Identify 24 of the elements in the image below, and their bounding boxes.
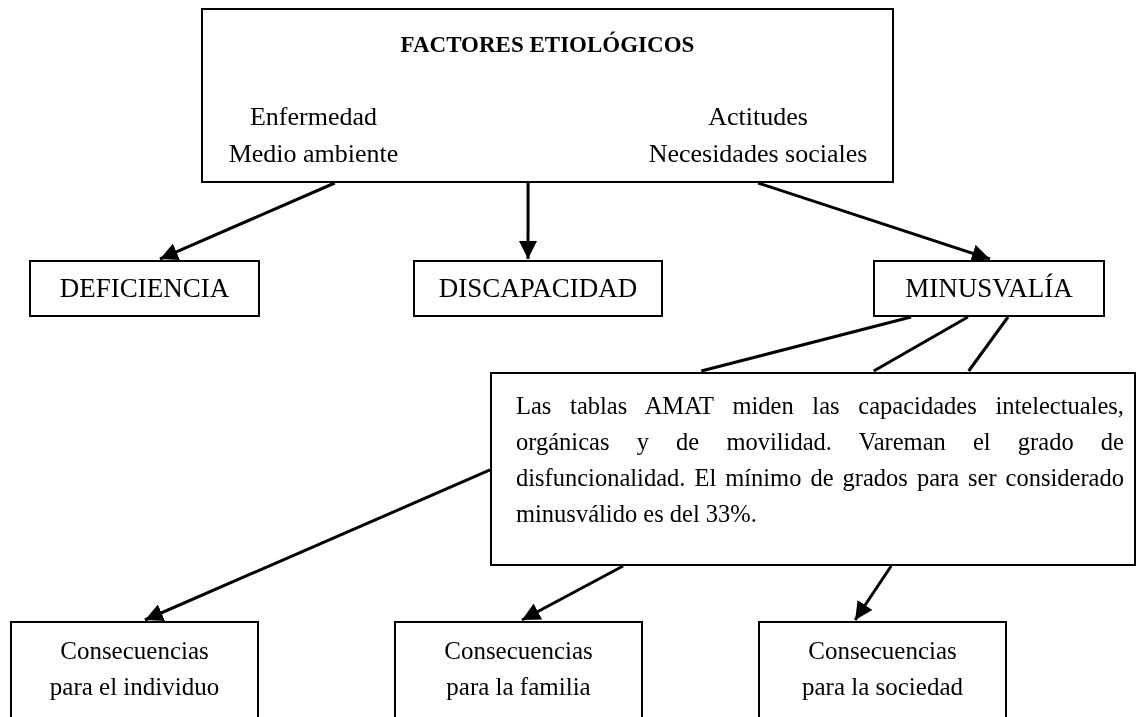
note-text: Las tablas AMAT miden las capacidades intelectuales, orgánicas y de movilidad. Vareman el grado de disfuncionalidad. El mínimo de grados para ser considerado minusválido es del 33%. xyxy=(516,391,1124,529)
text-box xyxy=(394,621,643,717)
text-box xyxy=(10,621,259,717)
factor-list: Actitudes Necesidades sociales xyxy=(644,98,872,172)
arrow xyxy=(144,468,491,622)
box-label: DEFICIENCIA xyxy=(58,272,231,305)
arrow xyxy=(519,183,537,259)
text-box xyxy=(29,260,260,317)
text-box xyxy=(873,260,1105,317)
text-box xyxy=(413,260,663,317)
note-box xyxy=(490,372,1136,566)
arrow xyxy=(521,564,624,622)
arrow xyxy=(757,181,991,262)
arrow xyxy=(853,565,893,621)
box-label: Consecuencias para la familia xyxy=(443,636,594,702)
factor-list: Enfermedad Medio ambiente xyxy=(221,98,406,172)
box-label: Consecuencias para el individuo xyxy=(48,636,221,702)
box-label: MINUSVALÍA xyxy=(904,272,1074,305)
box-label: Consecuencias para la sociedad xyxy=(801,636,964,702)
box-label: DISCAPACIDAD xyxy=(437,272,639,305)
arrow xyxy=(159,181,336,261)
text-box xyxy=(201,8,894,183)
text-box xyxy=(758,621,1007,717)
heading: FACTORES ETIOLÓGICOS xyxy=(399,32,696,58)
